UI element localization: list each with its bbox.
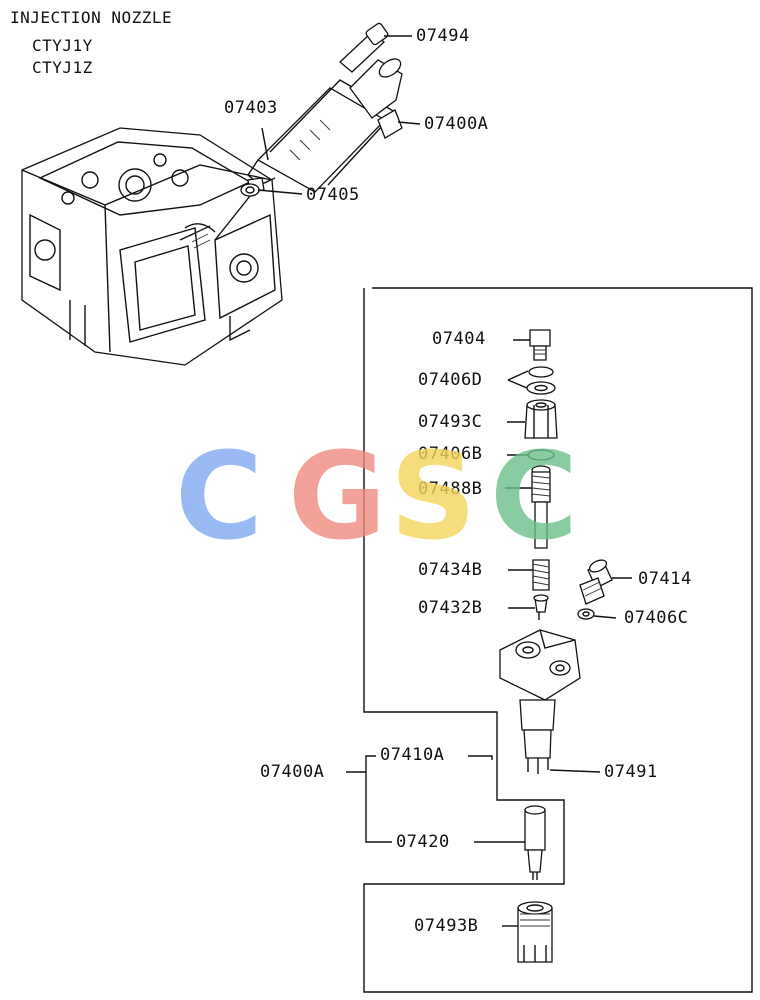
label-07491: 07491 xyxy=(604,762,658,782)
spring-07434b xyxy=(532,559,550,591)
connector-07414 xyxy=(579,559,613,605)
watermark-letter-3: S xyxy=(390,428,477,567)
label-07404: 07404 xyxy=(432,329,486,349)
label-07403: 07403 xyxy=(224,98,278,118)
label-07420: 07420 xyxy=(396,832,450,852)
label-07400a-top: 07400A xyxy=(424,114,489,134)
label-07414: 07414 xyxy=(638,569,692,589)
nozzle-holder-body-07410a xyxy=(499,629,581,774)
label-07410a: 07410A xyxy=(380,745,445,765)
watermark-letter-1: C xyxy=(175,428,264,567)
label-07405: 07405 xyxy=(306,185,360,205)
label-07406d: 07406D xyxy=(418,370,483,390)
label-07434b: 07434B xyxy=(418,560,483,580)
label-07494: 07494 xyxy=(416,26,470,46)
label-07406c: 07406C xyxy=(624,608,689,628)
label-07400a-bottom: 07400A xyxy=(260,762,325,782)
label-07493c: 07493C xyxy=(418,412,483,432)
model-code-1: CTYJ1Y xyxy=(32,36,93,55)
cylinder-head-drawing xyxy=(21,127,283,366)
watermark-letter-2: G xyxy=(288,428,387,567)
label-07493b: 07493B xyxy=(414,916,479,936)
model-code-2: CTYJ1Z xyxy=(32,58,93,77)
retaining-nut-07493b xyxy=(517,901,553,963)
label-07488b: 07488B xyxy=(418,479,483,499)
label-07406b: 07406B xyxy=(418,444,483,464)
assembled-nozzle-drawing xyxy=(214,22,403,241)
label-07432b: 07432B xyxy=(418,598,483,618)
bolt-07404 xyxy=(529,329,551,361)
diagram-title: INJECTION NOZZLE xyxy=(10,8,173,27)
nozzle-07420 xyxy=(524,805,546,880)
watermark-letter-4: C xyxy=(490,428,579,567)
cap-nut-07493c xyxy=(524,399,558,439)
spring-seat-07488b xyxy=(531,465,551,549)
